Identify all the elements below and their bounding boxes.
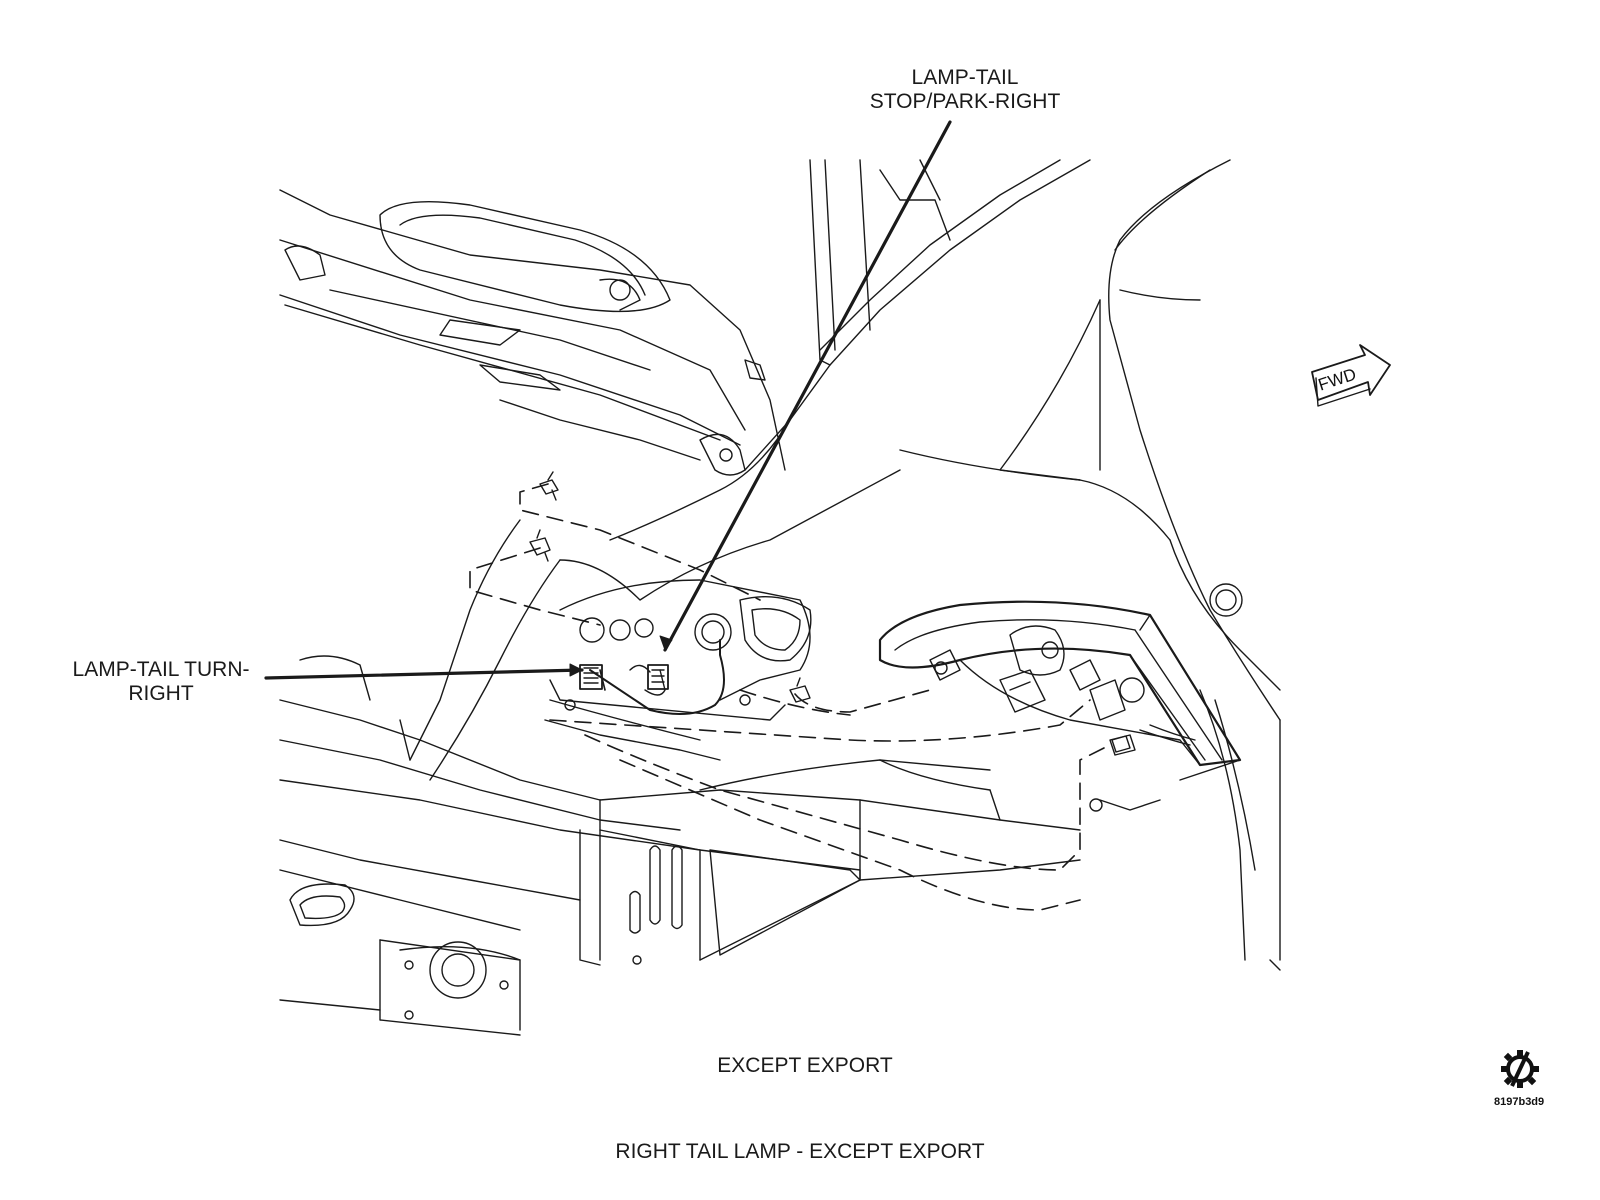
label-line: RIGHT bbox=[128, 682, 194, 705]
label-line: LAMP-TAIL bbox=[911, 66, 1019, 89]
rear-body-outline bbox=[279, 419, 1081, 851]
label-line: STOP/PARK-RIGHT bbox=[869, 90, 1061, 113]
rear-panel-outline bbox=[279, 759, 1241, 1036]
push-pin-fastener-lower bbox=[529, 529, 551, 562]
wiring-harness bbox=[589, 639, 725, 715]
quarter-panel-outline bbox=[899, 159, 1281, 971]
c-pillar-outline bbox=[744, 159, 1091, 471]
figure-title: RIGHT TAIL LAMP - EXCEPT EXPORT bbox=[615, 1140, 985, 1163]
push-pin-fastener-mid bbox=[789, 677, 811, 703]
leader-arrow-stop-park bbox=[659, 635, 673, 651]
label-line: LAMP-TAIL TURN- bbox=[72, 658, 250, 681]
figure-reference-id: 8197b3d9 bbox=[1494, 1096, 1545, 1108]
fwd-arrow-icon bbox=[1311, 344, 1391, 407]
diagram-caption: EXCEPT EXPORT bbox=[717, 1054, 893, 1077]
push-pin-fastener-upper bbox=[539, 471, 559, 501]
gear-logo-icon bbox=[1501, 1050, 1539, 1088]
leader-line-stop-park bbox=[663, 120, 952, 652]
connector-turn bbox=[579, 664, 603, 690]
push-pin-fastener-lamp bbox=[1111, 735, 1131, 753]
tail-lamp-housing bbox=[878, 600, 1242, 767]
deck-lid-outline bbox=[279, 189, 786, 476]
assembly-dashed-lines bbox=[469, 483, 1111, 911]
label-lamp-tail-turn-right: LAMP-TAIL TURN- RIGHT bbox=[56, 658, 266, 706]
connector-stop-park bbox=[647, 664, 669, 690]
label-lamp-tail-stop-park-right: LAMP-TAIL STOP/PARK-RIGHT bbox=[850, 66, 1080, 114]
leader-arrow-turn bbox=[569, 663, 583, 677]
leader-line-turn bbox=[264, 668, 584, 680]
